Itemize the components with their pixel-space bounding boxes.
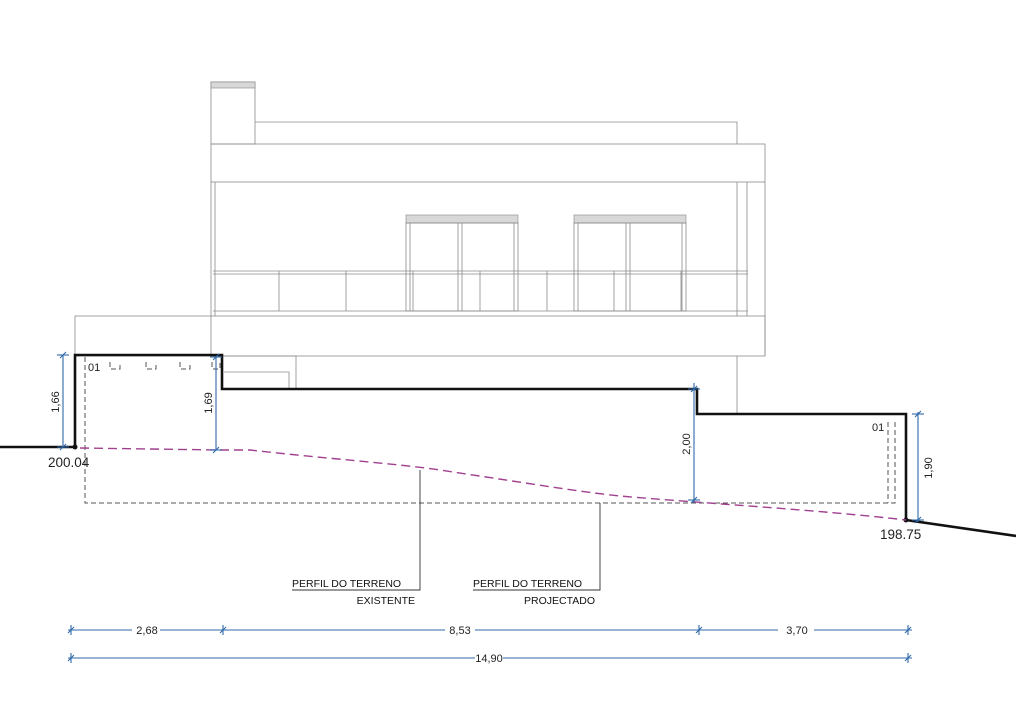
note-projected-terrain: PERFIL DO TERRENO PROJECTADO: [473, 503, 601, 607]
dim-left-wall-text: 1,66: [50, 391, 62, 412]
elevation-point-left: [72, 444, 78, 450]
entry-step: [224, 371, 290, 389]
note-existing-line1: PERFIL DO TERRENO: [292, 578, 401, 590]
dim-mid-step-text: 2,00: [681, 433, 693, 454]
dim-seg3-text: 3,70: [786, 625, 807, 637]
dim-left-step-text: 1,69: [203, 392, 215, 413]
elevation-left-label: 200.04: [48, 455, 90, 470]
dim-seg1-text: 2,68: [136, 625, 157, 637]
window-left: [405, 214, 519, 312]
existing-terrain-line: [79, 447, 907, 521]
terrain-profile: [0, 353, 1016, 538]
projected-profile-line: [0, 353, 1016, 538]
chimney-cap-hatch: [210, 81, 256, 89]
roof-slab: [210, 143, 766, 183]
note-projected-line1: PERFIL DO TERRENO: [473, 578, 582, 590]
level-tag-right: 01: [872, 422, 884, 434]
chimney: [210, 81, 256, 145]
note-projected-line2: PROJECTADO: [524, 595, 595, 607]
vertical-dimension-left-wall: 1,66: [50, 351, 69, 451]
dim-seg2-text: 8,53: [449, 625, 470, 637]
entry-wall: [224, 355, 297, 389]
vertical-dimension-right-wall: 1,90: [912, 410, 935, 524]
floor-slab: [74, 315, 766, 357]
window-right: [573, 214, 687, 312]
elevation-right-label: 198.75: [880, 527, 921, 542]
dim-right-wall-text: 1,90: [923, 457, 935, 478]
upper-roof-volume: [255, 121, 738, 144]
dim-total-text: 14,90: [475, 653, 503, 665]
balcony-railing: [213, 270, 748, 312]
building-elevation: [74, 81, 766, 414]
foundation-outline: [84, 357, 896, 504]
horizontal-dimension-total: 14,90: [67, 653, 912, 665]
vertical-dimension-left-step: 1,69: [203, 353, 222, 454]
note-existing-line2: EXISTENTE: [357, 595, 415, 607]
level-tag-left: 01: [88, 362, 100, 374]
note-existing-terrain: PERFIL DO TERRENO EXISTENTE: [292, 470, 421, 607]
vertical-dimension-mid-step: 2,00: [681, 383, 700, 504]
horizontal-dimension-chain: 2,68 8,53 3,70: [67, 625, 912, 637]
